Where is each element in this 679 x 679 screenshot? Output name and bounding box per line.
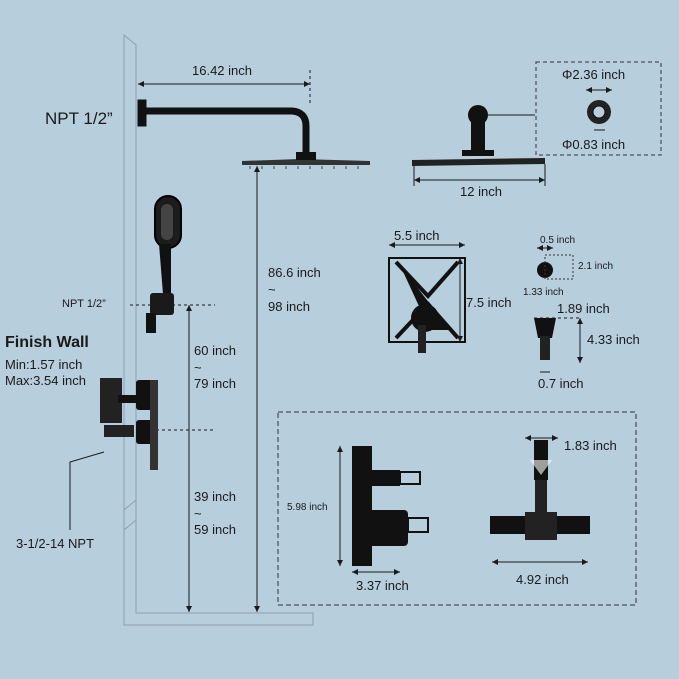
elbow-dim-c-label: 1.33 inch [523, 287, 564, 298]
valve-body-box [277, 411, 637, 606]
shower-arm [137, 99, 310, 152]
trim-width-label: 5.5 inch [394, 228, 440, 243]
holder-width-label: 1.89 inch [557, 301, 610, 316]
valve-thread-label: 3-1/2-14 NPT [16, 536, 95, 551]
head-width-dim [413, 164, 546, 186]
elbow-dim-a-label: 0.5 inch [540, 235, 576, 246]
valve-front-width-label: 4.92 inch [516, 572, 569, 587]
arm-thread-label: NPT 1/2” [45, 109, 113, 128]
holder-detail [534, 317, 583, 373]
flange-dia-label: Φ2.36 inch [562, 67, 626, 82]
trim-height-label: 7.5 inch [466, 295, 512, 310]
arm-dia-label: Φ0.83 inch [562, 137, 626, 152]
valve-thread-leader [69, 451, 105, 530]
arm-front-view [412, 105, 545, 166]
finish-wall-max: Max:3.54 inch [5, 373, 86, 388]
head-width-label: 12 inch [460, 184, 502, 199]
total-height-max-label: 98 inch [268, 299, 310, 314]
holder-height-sep-label: ~ [194, 360, 202, 375]
mixing-valve-side [100, 378, 158, 470]
valve-top-width-label: 1.83 inch [564, 438, 617, 453]
valve-height-sep-label: ~ [194, 506, 202, 521]
finish-wall-min: Min:1.57 inch [5, 357, 83, 372]
valve-body-height-label: 5.98 inch [287, 502, 328, 513]
arm-length-label: 16.42 inch [192, 63, 252, 78]
valve-body-depth-label: 3.37 inch [356, 578, 409, 593]
valve-height-max-label: 59 inch [194, 522, 236, 537]
arm-length-dim [138, 70, 311, 105]
rain-shower-head [242, 152, 370, 169]
handheld-thread-label: NPT 1/2” [62, 298, 106, 310]
trim-plate [388, 242, 466, 353]
elbow-detail [537, 245, 574, 280]
wall-outline [123, 33, 314, 626]
valve-height-min-label: 39 inch [194, 489, 236, 504]
holder-height-label: 4.33 inch [587, 332, 640, 347]
holder-height-min-label: 60 inch [194, 343, 236, 358]
holder-height-max-label: 79 inch [194, 376, 236, 391]
handheld-shower [146, 195, 182, 333]
finish-wall-title: Finish Wall [5, 334, 89, 351]
holder-base-label: 0.7 inch [538, 376, 584, 391]
total-height-min-label: 86.6 inch [268, 265, 321, 280]
flange-detail [535, 61, 662, 156]
elbow-dim-b-label: 2.1 inch [578, 261, 614, 272]
holder-height-dim [130, 304, 215, 612]
total-height-sep-label: ~ [268, 282, 276, 297]
